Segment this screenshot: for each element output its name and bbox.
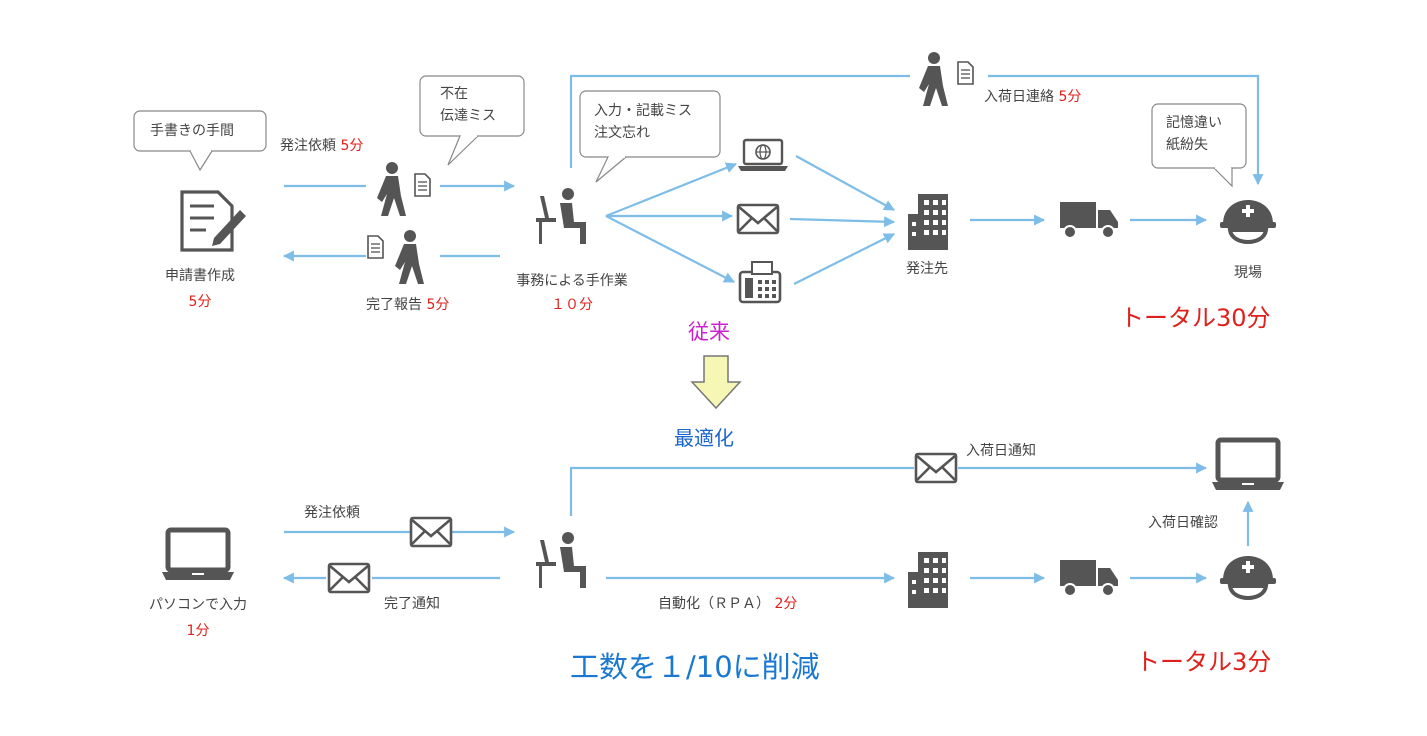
conventional-caption: 従来 [688, 320, 730, 344]
pc-input-laptop-icon [162, 530, 234, 580]
automation-time: 2分 [774, 596, 798, 612]
bubble-input-line2: 注文忘れ [594, 125, 650, 141]
supplier-building-icon [908, 194, 948, 250]
bubble-absence [419, 75, 525, 166]
completion-report-time: 5分 [426, 297, 450, 313]
supplier-building-bottom-icon [908, 552, 948, 608]
bubble-memory-error [1151, 103, 1247, 188]
bubble-absence-line1: 不在 [440, 86, 468, 102]
arrival-notice-label: 入荷日通知 [966, 443, 1036, 459]
bubble-input-error [579, 90, 721, 183]
site-label: 現場 [1234, 265, 1262, 281]
top-arrows [282, 74, 1264, 285]
optimize-label: 最適化 [674, 426, 734, 450]
bubble-input-line1: 入力・記載ミス [594, 103, 692, 119]
top-total: トータル30分 [1120, 304, 1271, 332]
completion-notice-label: 完了通知 [384, 596, 440, 612]
automation-label: 自動化（ＲＰＡ） 2分 [658, 596, 798, 612]
bubble-handwriting-text: 手書きの手間 [150, 123, 234, 139]
truck-bottom-icon [1059, 559, 1119, 597]
order-request-bottom-label: 発注依頼 [304, 505, 360, 521]
bottom-arrows [282, 462, 1254, 584]
fax-icon [738, 261, 782, 304]
arrival-contact-label: 入荷日連絡 5分 [984, 89, 1082, 105]
mail-completion-icon [327, 562, 371, 594]
site-helmet-icon [1218, 198, 1278, 244]
web-laptop-icon [738, 138, 788, 171]
bubble-memory-line2: 紙紛失 [1166, 137, 1208, 153]
arrival-confirm-label: 入荷日確認 [1148, 515, 1218, 531]
order-request-time: 5分 [340, 138, 364, 154]
truck-icon [1059, 201, 1119, 239]
walker-report-icon [367, 230, 424, 284]
site-helmet-bottom-icon [1218, 554, 1278, 600]
bubble-handwriting [133, 110, 267, 172]
office-work-label: 事務による手作業 [516, 273, 628, 289]
mail-icon [736, 203, 780, 235]
walker-order-icon [377, 162, 431, 216]
bubble-memory-line1: 記憶違い [1166, 115, 1222, 131]
application-form-time: 5分 [188, 294, 212, 310]
confirm-laptop-icon [1212, 440, 1284, 490]
mail-order-icon [409, 516, 453, 548]
application-form-label: 申請書作成 [165, 268, 235, 284]
office-worker-icon [536, 188, 586, 244]
bottom-total: トータル3分 [1136, 648, 1272, 676]
down-arrow-icon [690, 355, 742, 410]
walker-arrival-icon [919, 52, 974, 106]
pc-input-label: パソコンで入力 [149, 597, 247, 613]
completion-report-label: 完了報告 5分 [366, 297, 450, 313]
order-request-label: 発注依頼 5分 [280, 138, 364, 154]
application-form-icon [180, 190, 246, 252]
office-worker-bottom-icon [536, 532, 586, 588]
pc-input-time: 1分 [186, 623, 210, 639]
mail-arrival-icon [914, 452, 958, 484]
bubble-absence-line2: 伝達ミス [440, 108, 496, 124]
reduction-caption: 工数を１/10に削減 [570, 650, 820, 684]
arrival-contact-time: 5分 [1058, 89, 1082, 105]
office-work-time: １０分 [551, 297, 593, 313]
supplier-label: 発注先 [906, 261, 948, 277]
